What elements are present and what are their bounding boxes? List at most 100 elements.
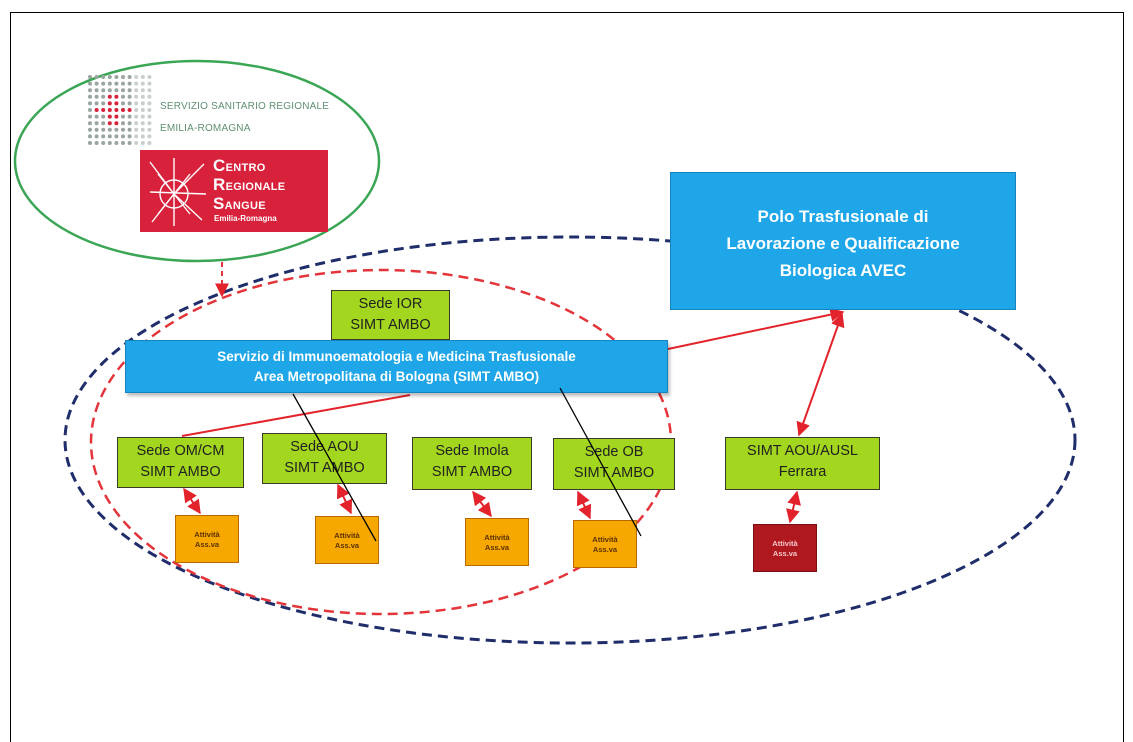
logo-dot bbox=[88, 75, 92, 79]
activity-ob-box: Attività Ass.va bbox=[573, 520, 637, 568]
regional-logo-line2: EMILIA-ROMAGNA bbox=[160, 123, 251, 134]
simt-ambo-box: Servizio di Immunoematologia e Medicina … bbox=[125, 340, 668, 393]
logo-dot bbox=[127, 101, 132, 106]
site-imola-line1: Sede Imola bbox=[435, 443, 509, 459]
site-ferrara-line1: SIMT AOU/AUSL bbox=[747, 443, 858, 459]
logo-dot bbox=[121, 88, 125, 93]
activity-aou-box: Attività Ass.va bbox=[315, 516, 379, 564]
logo-dot bbox=[88, 108, 92, 112]
polo-line2: Lavorazione e Qualificazione bbox=[726, 234, 960, 253]
activity-label-line1: Attività bbox=[484, 533, 510, 542]
logo-dot bbox=[88, 114, 92, 119]
activity-label-line2: Ass.va bbox=[772, 549, 798, 558]
polo-trasfusionale-box: Polo Trasfusionale di Lavorazione e Qual… bbox=[670, 172, 1016, 310]
site-ior-line2: SIMT AMBO bbox=[350, 317, 431, 333]
activity-ferrara-box: Attività Ass.va bbox=[753, 524, 817, 572]
logo-dot bbox=[114, 108, 119, 112]
activity-label-line2: Ass.va bbox=[194, 540, 220, 549]
site-ferrara-line2: Ferrara bbox=[778, 464, 827, 480]
site-ob-box: Sede OB SIMT AMBO bbox=[553, 438, 675, 490]
logo-dot bbox=[94, 108, 99, 112]
logo-dot bbox=[114, 101, 119, 106]
logo-dot bbox=[127, 134, 132, 139]
simt-ambo-line1: Servizio di Immunoematologia e Medicina … bbox=[217, 349, 576, 364]
logo-dot bbox=[101, 101, 106, 106]
logo-dot bbox=[107, 121, 112, 126]
logo-dot bbox=[140, 127, 145, 132]
logo-dot bbox=[101, 114, 106, 119]
simt-ambo-line2: Area Metropolitana di Bologna (SIMT AMBO… bbox=[253, 369, 540, 384]
network-ellipse bbox=[63, 235, 1077, 645]
logo-dot bbox=[88, 134, 92, 139]
logo-dot bbox=[107, 101, 112, 106]
logo-dot bbox=[121, 127, 125, 132]
site-aou-line1: Sede AOU bbox=[290, 439, 359, 455]
logo-dot bbox=[101, 127, 106, 132]
logo-dot bbox=[94, 101, 99, 106]
site-imola-line2: SIMT AMBO bbox=[431, 464, 513, 480]
logo-dot bbox=[94, 88, 99, 93]
logo-dot bbox=[147, 81, 152, 86]
logo-dot bbox=[101, 134, 106, 139]
logo-dot bbox=[134, 127, 139, 132]
logo-dot bbox=[140, 81, 145, 86]
logo-dot bbox=[101, 94, 106, 99]
simt-to-omcm-arrow bbox=[181, 394, 411, 437]
logo-dot bbox=[147, 134, 152, 139]
logo-dot bbox=[107, 141, 112, 145]
logo-dot bbox=[134, 121, 139, 126]
logo-dot bbox=[127, 81, 132, 86]
crs-logo-line3: SANGUE bbox=[213, 194, 266, 213]
ob-activity-arrow bbox=[576, 490, 592, 520]
logo-dot bbox=[134, 81, 139, 86]
logo-dot bbox=[107, 88, 112, 93]
logo-dot bbox=[127, 121, 132, 126]
logo-dot bbox=[127, 127, 132, 132]
logo-dot bbox=[88, 127, 92, 132]
logo-dot bbox=[127, 114, 132, 119]
logo-dot bbox=[134, 75, 139, 79]
logo-dot bbox=[114, 127, 119, 132]
logo-dot bbox=[147, 121, 152, 126]
logo-dot bbox=[114, 141, 119, 145]
logo-dot bbox=[134, 114, 139, 119]
logo-dot bbox=[121, 108, 125, 112]
logo-dot bbox=[147, 127, 152, 132]
polo-line1: Polo Trasfusionale di bbox=[757, 207, 929, 226]
activity-label-line2: Ass.va bbox=[592, 545, 618, 554]
logo-dot bbox=[94, 114, 99, 119]
logo-dot bbox=[121, 141, 125, 145]
logo-ellipse bbox=[13, 59, 381, 263]
regional-logo-icon bbox=[88, 75, 152, 145]
activity-label-line2: Ass.va bbox=[484, 543, 510, 552]
logo-dot bbox=[88, 81, 92, 86]
regional-logo-text: SERVIZIO SANITARIO REGIONALE EMILIA-ROMA… bbox=[160, 96, 329, 140]
logo-dot bbox=[94, 134, 99, 139]
logo-dot bbox=[134, 141, 139, 145]
logo-dot bbox=[101, 141, 106, 145]
logo-dot bbox=[107, 114, 112, 119]
logo-dot bbox=[114, 81, 119, 86]
logo-dot bbox=[107, 127, 112, 132]
site-ob-line2: SIMT AMBO bbox=[573, 465, 655, 481]
crs-logo-line1: CENTRO bbox=[213, 156, 266, 175]
aou-activity-arrow bbox=[336, 483, 353, 515]
logo-dot bbox=[147, 94, 152, 99]
logo-dot bbox=[140, 114, 145, 119]
ferrara-activity-arrow bbox=[786, 490, 801, 524]
logo-dot bbox=[140, 134, 145, 139]
regional-logo-line1: SERVIZIO SANITARIO REGIONALE bbox=[160, 101, 330, 112]
logo-dot bbox=[134, 88, 139, 93]
logo-dot bbox=[94, 141, 99, 145]
logo-dot bbox=[107, 134, 112, 139]
logo-dot bbox=[127, 108, 132, 112]
crs-logo-line2: REGIONALE bbox=[213, 175, 286, 194]
logo-dot bbox=[147, 114, 152, 119]
logo-dot bbox=[94, 75, 99, 79]
logo-dot bbox=[88, 94, 92, 99]
logo-dot bbox=[147, 75, 152, 79]
logo-dot bbox=[114, 121, 119, 126]
activity-omcm-box: Attività Ass.va bbox=[175, 515, 239, 563]
logo-dot bbox=[114, 75, 119, 79]
logo-dot bbox=[88, 121, 92, 126]
